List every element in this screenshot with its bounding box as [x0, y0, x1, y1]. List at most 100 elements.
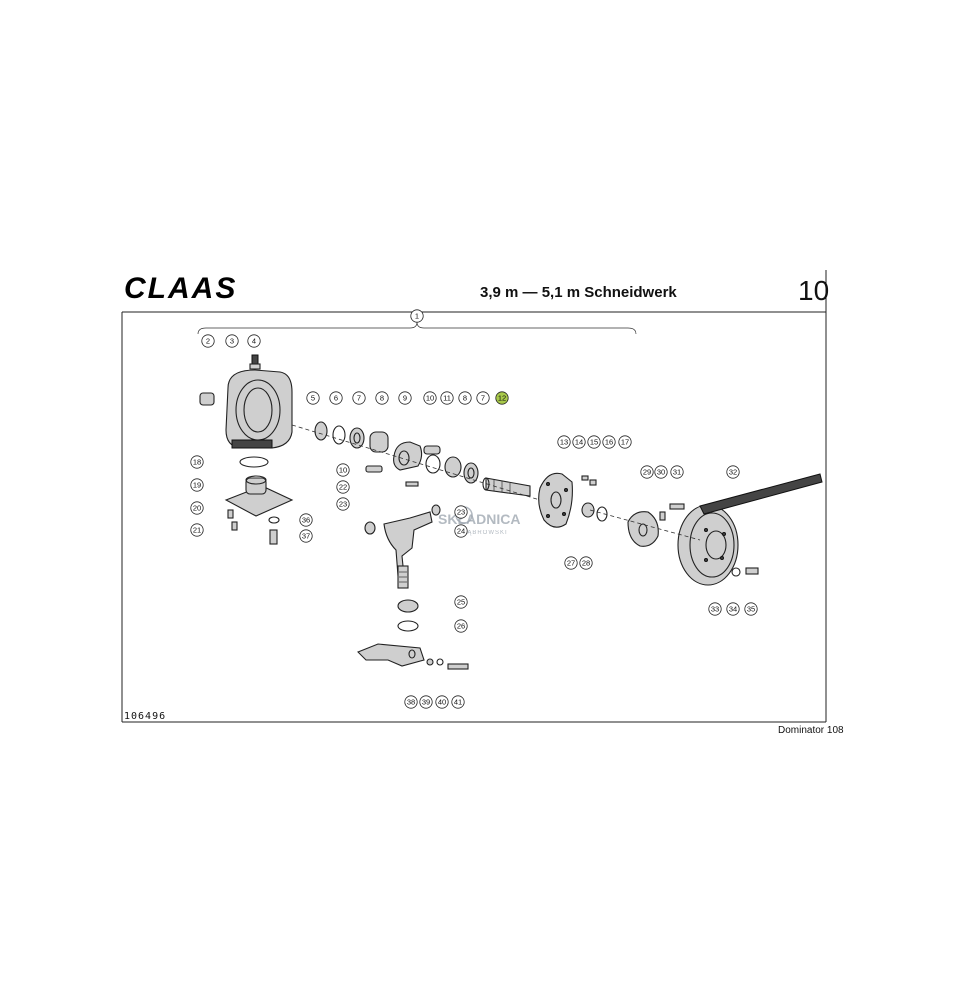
pin-10-low	[365, 465, 383, 473]
callout-label: 28	[582, 559, 590, 568]
crank-9	[393, 441, 423, 471]
ring-17	[596, 506, 608, 522]
callout-label: 36	[302, 516, 310, 525]
callout-circle	[410, 309, 424, 323]
callout-circle	[404, 695, 418, 709]
callout-label: 14	[575, 438, 583, 447]
callout-circle	[564, 556, 578, 570]
pin-14	[581, 475, 589, 481]
assembly-axis-right	[589, 509, 701, 541]
callout-c25: 19	[190, 478, 204, 492]
model-name: Dominator 108	[778, 725, 844, 736]
bolt-31	[669, 503, 685, 510]
callout-circle	[299, 513, 313, 527]
callout-c40: 34	[726, 602, 740, 616]
callout-circle	[299, 529, 313, 543]
callout-circle	[225, 334, 239, 348]
seal-ring-5	[314, 421, 328, 441]
callout-circle	[352, 391, 366, 405]
callout-circle	[708, 602, 722, 616]
callout-circle	[423, 391, 437, 405]
callout-circle	[190, 478, 204, 492]
spring-pin-22	[405, 481, 419, 487]
callout-c3: 3	[225, 334, 239, 348]
callout-c34: 24	[454, 524, 468, 538]
assembly-axis	[291, 424, 541, 501]
bearing-7-b-inner	[467, 467, 475, 479]
callout-c33: 23	[454, 505, 468, 519]
callout-circle	[670, 465, 684, 479]
bushing-23	[364, 521, 376, 535]
callout-c21: 30	[654, 465, 668, 479]
watermark: SKŁADNICA DĄBROWSKI	[438, 506, 520, 536]
callout-circle	[419, 695, 433, 709]
callout-label: 32	[729, 468, 737, 477]
callout-label: 8	[463, 394, 467, 403]
watermark-line1: SKŁADNICA	[438, 511, 520, 527]
callout-label: 15	[590, 438, 598, 447]
callout-label: 23	[339, 500, 347, 509]
callout-c2: 2	[201, 334, 215, 348]
callout-label: 21	[193, 526, 201, 535]
callout-c18: 16	[602, 435, 616, 449]
callout-c43: 39	[419, 695, 433, 709]
callout-c36: 26	[454, 619, 468, 633]
flange-plate-13	[538, 472, 573, 528]
callout-circle	[190, 523, 204, 537]
callout-c5: 5	[306, 391, 320, 405]
callout-c15: 13	[557, 435, 571, 449]
circlip-6	[332, 425, 346, 445]
callout-label: 39	[422, 698, 430, 707]
callout-c26: 20	[190, 501, 204, 515]
callout-label: 41	[454, 698, 462, 707]
washer-40	[436, 658, 444, 666]
nut-39	[426, 658, 434, 666]
callout-c7: 7	[352, 391, 366, 405]
callout-c44: 40	[435, 695, 449, 709]
callout-c4: 4	[247, 334, 261, 348]
pulley-33	[677, 504, 739, 586]
callout-c9: 9	[398, 391, 412, 405]
hub-29	[627, 511, 659, 547]
callout-label: 5	[311, 394, 315, 403]
callout-label: 7	[481, 394, 485, 403]
callout-label: 29	[643, 468, 651, 477]
callout-c13: 7	[476, 391, 490, 405]
callout-circle	[454, 524, 468, 538]
callout-c24: 18	[190, 455, 204, 469]
callout-label: 8	[380, 394, 384, 403]
callout-circle	[398, 391, 412, 405]
callout-c28: 36	[299, 513, 313, 527]
callout-label: 18	[193, 458, 201, 467]
drawing-number: 106496	[124, 711, 166, 722]
callout-circle	[336, 480, 350, 494]
pin-10-top	[423, 445, 441, 455]
callout-circle	[440, 391, 454, 405]
flange-19	[224, 475, 294, 517]
callout-circle	[336, 463, 350, 477]
callout-c12: 8	[458, 391, 472, 405]
washer-36	[268, 516, 280, 524]
callout-circle	[587, 435, 601, 449]
callout-label: 33	[711, 605, 719, 614]
callout-label: 20	[193, 504, 201, 513]
callout-c31: 22	[336, 480, 350, 494]
callout-label: 38	[407, 698, 415, 707]
screw-15	[589, 479, 597, 486]
callout-circle	[435, 695, 449, 709]
callout-circle	[458, 391, 472, 405]
bolt-35	[745, 567, 759, 575]
callout-label: 11	[443, 394, 451, 403]
bearing-housing	[225, 369, 293, 449]
callout-label: 37	[302, 532, 310, 541]
watermark-line2: DĄBROWSKI	[462, 530, 508, 536]
callout-label: 2	[206, 337, 210, 346]
bearing-7-b	[463, 462, 479, 484]
drive-shaft-12	[482, 477, 531, 497]
washer-11	[425, 454, 441, 474]
callout-c45: 41	[451, 695, 465, 709]
callout-label: 7	[357, 394, 361, 403]
callout-circle	[726, 602, 740, 616]
bushing	[199, 392, 215, 406]
